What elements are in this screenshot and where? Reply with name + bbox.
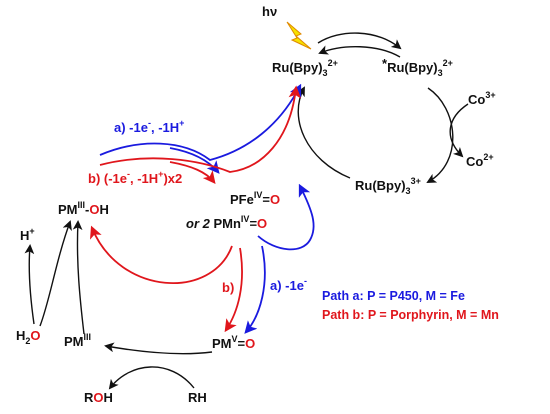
path-b-electron-transfer-arrow [99,85,302,173]
substrate-label: RH [188,390,207,405]
ru-bpy-oxidized-state: Ru(Bpy)33+ [355,176,421,196]
path-b-oxidation-arrow [224,247,243,333]
pfe-oxo-species: PFeIV=O [230,190,280,207]
path-a-top-label: a) -1e-, -1H+ [114,118,184,135]
legend-path-a: Path a: P = P450, M = Fe [322,289,465,303]
excitation-arrow [317,32,402,50]
hydroxylation-arrow [108,366,195,390]
pmn-oxo-species: or 2 PMnIV=O [186,214,267,231]
legend-path-b: Path b: P = Porphyrin, M = Mn [322,308,499,322]
cobalt-2-label: Co2+ [466,152,494,169]
pm-high-valent-oxo-species: PMV=O [212,334,255,351]
path-b-right-label: b) [222,280,234,295]
oxygen-transfer-arrow [104,342,213,355]
path-a-electron-transfer-arrow [99,83,302,161]
regeneration-arc [295,86,351,179]
path-b-top-label: b) (-1e-, -1H+)x2 [88,169,182,186]
proton-label: H+ [20,226,35,243]
path-a-oxidation-arrow [244,245,266,334]
path-a-right-label: a) -1e- [270,276,307,293]
path-a-second-transfer-arrow [257,183,315,251]
path-a-oxo-formation-arrow [169,147,220,174]
water-binding-arrow [39,220,72,327]
path-b-comproportionation-arc [90,225,233,284]
pm-resting-species: PMIII [64,332,91,349]
ru-bpy-excited-state: *Ru(Bpy)32+ [382,56,453,78]
hydroxo-formation-arrow [72,220,85,335]
alcohol-product-label: ROH [84,390,113,405]
relaxation-arrow [318,45,401,58]
pm-hydroxo-species: PMIII-OH [58,200,109,217]
water-label: H2O [16,328,41,346]
proton-release-arrow [24,244,35,325]
hv-label: hν [262,4,277,19]
ru-bpy-ground-state: Ru(Bpy)32+ [272,58,338,78]
cobalt-3-label: Co3+ [468,90,496,107]
cobalt-reduction-arrow [449,103,469,158]
path-b-oxo-formation-arrow [169,161,216,184]
lightning-bolt-icon [286,21,312,50]
quench-arc [426,87,454,183]
